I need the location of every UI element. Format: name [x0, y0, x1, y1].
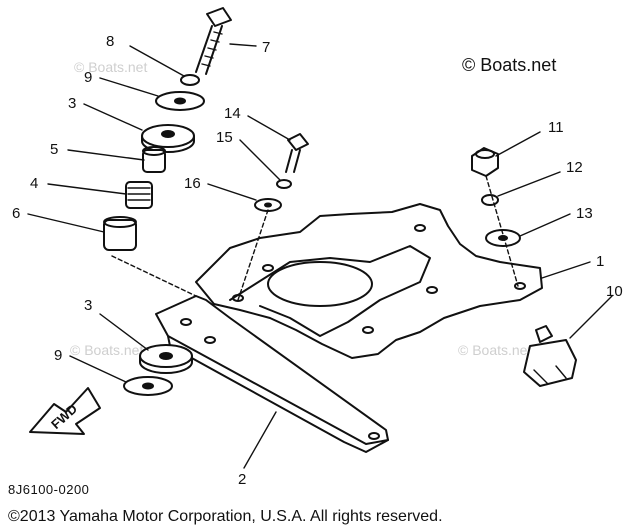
callout-8: 8: [106, 33, 114, 50]
washer-9-top: [155, 91, 205, 111]
rubber-mount-3-top: [141, 124, 195, 153]
callout-3-bottom: 3: [84, 297, 92, 314]
callout-7: 7: [262, 39, 270, 56]
callout-10: 10: [606, 283, 623, 300]
callout-12: 12: [566, 159, 583, 176]
callout-16: 16: [184, 175, 201, 192]
callout-2: 2: [238, 471, 246, 488]
bushing-6: [103, 216, 137, 251]
callout-5: 5: [50, 141, 58, 158]
callout-3-top: 3: [68, 95, 76, 112]
callout-1: 1: [596, 253, 604, 270]
washer-12: [481, 194, 499, 206]
copyright-notice: ©2013 Yamaha Motor Corporation, U.S.A. A…: [8, 508, 443, 525]
lock-washer-8: [180, 74, 200, 86]
callout-4: 4: [30, 175, 38, 192]
bolt-14: [285, 133, 309, 173]
part-code: 8J6100-0200: [8, 482, 90, 497]
callout-9-bottom: 9: [54, 347, 62, 364]
leader-lines: [27, 43, 613, 469]
bolt-7: [195, 7, 232, 75]
watermark-top-left: © Boats.net: [74, 59, 147, 75]
mounting-bracket-1: [195, 203, 543, 359]
fwd-arrow: [29, 387, 101, 435]
watermark-bottom-right: © Boats.net: [458, 342, 531, 358]
washer-15: [276, 179, 292, 189]
brand-mark: © Boats.net: [462, 55, 557, 75]
spring-4: [125, 181, 153, 209]
callout-14: 14: [224, 105, 241, 122]
collar-5: [142, 146, 166, 173]
rubber-mount-3-bottom: [139, 344, 193, 374]
rail-2: [155, 295, 389, 453]
watermark-bottom-left: © Boats.net: [70, 342, 143, 358]
callout-6: 6: [12, 205, 20, 222]
callout-11: 11: [548, 119, 564, 136]
callout-9-top: 9: [84, 69, 92, 86]
callout-13: 13: [576, 205, 593, 222]
callout-15: 15: [216, 129, 233, 146]
sensor-10: [523, 325, 577, 387]
washer-13: [485, 229, 521, 247]
washer-16: [254, 198, 282, 212]
washer-9-bottom: [123, 376, 173, 396]
nut-11: [471, 147, 499, 177]
